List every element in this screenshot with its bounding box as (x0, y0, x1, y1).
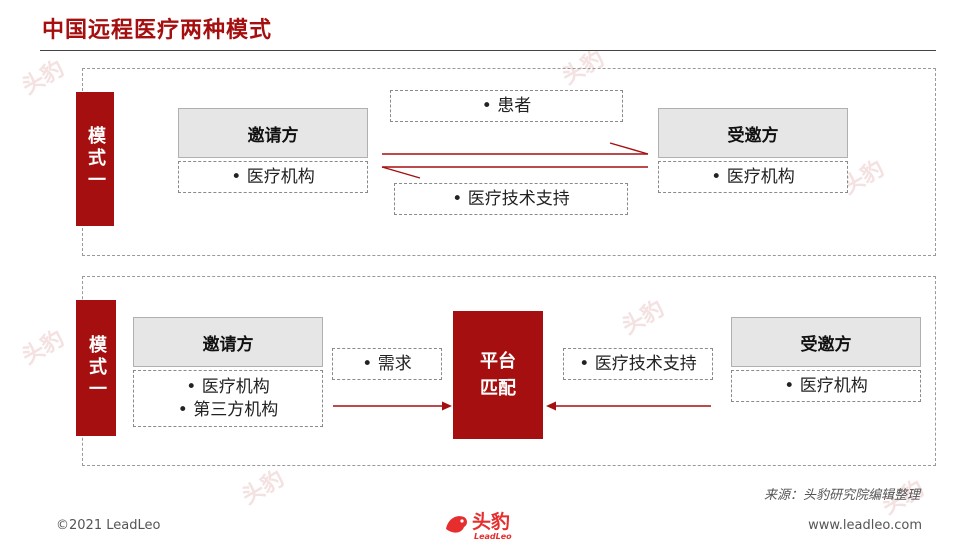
list-item: 医疗技术支持 (452, 188, 570, 211)
arrowhead-left (381, 166, 421, 179)
arrowhead (442, 401, 452, 411)
copyright-text: ©2021 LeadLeo (56, 518, 161, 533)
title-divider (40, 50, 936, 51)
logo-wordmark-cn: 头豹 (472, 511, 511, 533)
mode1-arrows (381, 142, 649, 179)
mode2-tech-support-label: 医疗技术支持 (563, 348, 713, 380)
platform-match-box: 平台 匹配 (453, 311, 543, 439)
footer-logo: 头豹 LeadLeo (440, 505, 540, 545)
list-item: 医疗机构 (186, 376, 270, 399)
list-item: 医疗机构 (711, 166, 795, 189)
source-note: 来源：头豹研究院编辑整理 (763, 488, 920, 503)
list-item: 医疗技术支持 (579, 353, 697, 376)
mode2-inviter-items: 医疗机构 第三方机构 (133, 370, 323, 427)
website-link[interactable]: www.leadleo.com (808, 518, 922, 533)
mode1-invitee-items: 医疗机构 (658, 161, 848, 193)
leopard-icon (446, 516, 467, 533)
mode1-inviter-items: 医疗机构 (178, 161, 368, 193)
list-item: 需求 (362, 353, 412, 376)
watermark-logo: 头豹 (237, 466, 289, 510)
list-item: 患者 (482, 95, 531, 118)
mode2-invitee-box: 受邀方 (731, 317, 921, 367)
mode1-tech-support-label: 医疗技术支持 (394, 183, 628, 215)
mode2-arrow-out (546, 401, 711, 411)
mode2-inviter-box: 邀请方 (133, 317, 323, 367)
platform-line: 平台 (480, 351, 516, 372)
mode1-patient-label: 患者 (390, 90, 623, 122)
watermark-logo: 头豹 (17, 326, 69, 370)
mode2-demand-label: 需求 (332, 348, 442, 380)
logo-wordmark-en: LeadLeo (474, 532, 512, 541)
list-item: 医疗机构 (784, 375, 868, 398)
list-item: 第三方机构 (178, 399, 278, 422)
arrowhead-right (609, 142, 649, 155)
mode1-invitee-box: 受邀方 (658, 108, 848, 158)
page-title: 中国远程医疗两种模式 (42, 18, 273, 43)
mode1-inviter-box: 邀请方 (178, 108, 368, 158)
mode2-invitee-items: 医疗机构 (731, 370, 921, 402)
mode2-tag: 模式一 (76, 300, 116, 436)
arrowhead (546, 401, 556, 411)
mode1-tag: 模式一 (76, 92, 114, 226)
platform-line: 匹配 (480, 378, 516, 399)
watermark-logo: 头豹 (17, 56, 69, 100)
mode2-arrow-in (333, 401, 452, 411)
list-item: 医疗机构 (231, 166, 315, 189)
